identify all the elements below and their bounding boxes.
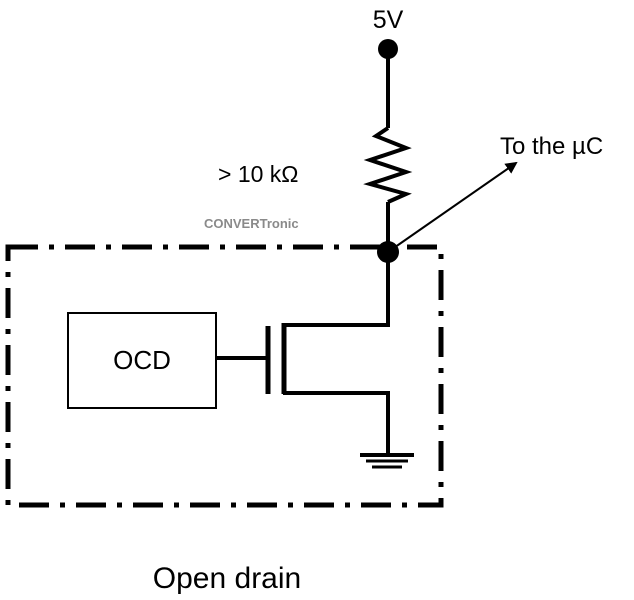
mosfet-source-lead bbox=[283, 391, 390, 455]
output-arrow bbox=[387, 161, 518, 253]
diagram-caption: Open drain bbox=[153, 562, 301, 595]
supply-label: 5V bbox=[373, 6, 404, 34]
ocd-label: OCD bbox=[113, 345, 171, 375]
resistor-label: > 10 kΩ bbox=[218, 161, 299, 187]
pullup-resistor bbox=[363, 126, 413, 204]
watermark-text: CONVERTronic bbox=[204, 216, 299, 231]
ocd-block bbox=[67, 312, 217, 409]
package-boundary bbox=[5, 244, 444, 508]
mosfet-drain-lead bbox=[283, 252, 390, 327]
output-label: To the µC bbox=[500, 133, 603, 160]
ground-icon bbox=[360, 453, 414, 469]
